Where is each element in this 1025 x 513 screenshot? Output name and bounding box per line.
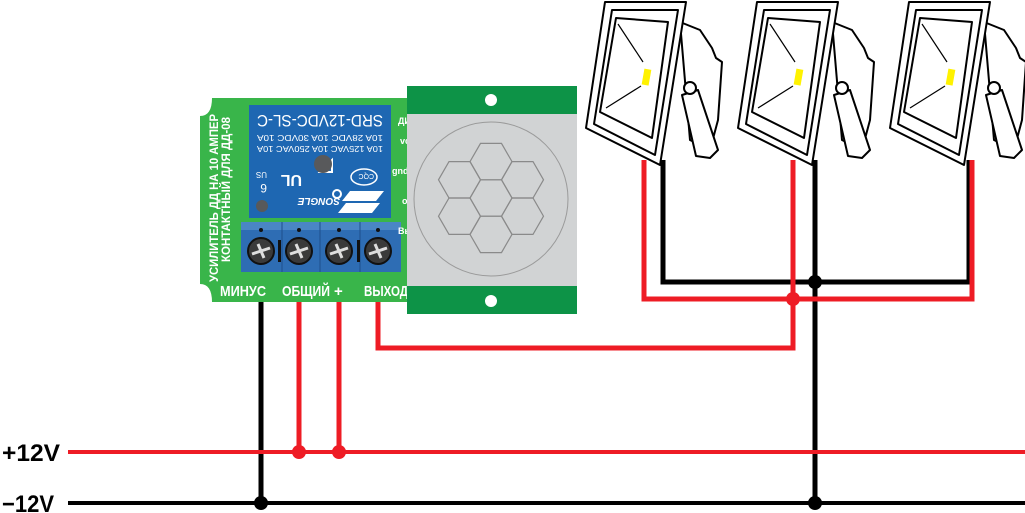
floodlight-pivot <box>987 81 1001 95</box>
pir-sensor <box>407 86 577 314</box>
lens-hexagon <box>437 197 482 235</box>
relay-dot-small <box>256 200 268 212</box>
led-chip-icon <box>641 68 652 86</box>
junction-dot <box>808 496 822 510</box>
floodlight-2 <box>737 1 875 166</box>
cqc-logo <box>350 168 378 186</box>
terminal-label-minus: МИНУС <box>220 283 266 300</box>
mount-hole-icon <box>485 295 497 307</box>
relay: SRD-12VDC-SL-C 10A 28VDC 10A 30VDC 10A 1… <box>249 105 391 218</box>
board-side-label-2: КОНТАКТНЫЙ ДЛЯ ДД-08 <box>218 117 233 262</box>
floodlight-glass <box>903 17 973 139</box>
board-side-label-1: УСИЛИТЕЛЬ ДД НА 10 АМПЕР <box>207 114 221 282</box>
junction-dot <box>292 445 306 459</box>
terminal-block <box>241 222 401 272</box>
floodlight-inner-frame <box>745 9 831 156</box>
edge-label: o <box>402 196 408 206</box>
floodlight-pivot <box>683 81 697 95</box>
floodlight-glass <box>751 17 821 139</box>
floodlight-1 <box>585 1 723 166</box>
relay-ul-mark: UL <box>280 171 302 188</box>
terminal-label-plus: + <box>334 283 343 300</box>
songle-logo-icon <box>332 189 384 213</box>
led-chip-icon <box>793 68 804 86</box>
relay-us-mark: US <box>256 170 267 179</box>
relay-cqc-mark: CQC <box>358 172 374 179</box>
edge-label: gnd <box>392 166 409 176</box>
floodlight-inner-frame <box>593 9 679 156</box>
edge-label: vc <box>400 136 410 146</box>
terminal-top-strip <box>241 222 401 230</box>
relay-brand: SONGLE <box>297 195 340 206</box>
junction-dot <box>254 496 268 510</box>
terminal-screw-minus[interactable] <box>247 228 275 265</box>
wire-lamp2-positive <box>375 160 796 351</box>
lens-hexagon <box>500 197 545 235</box>
junction-dot <box>786 292 800 306</box>
relay-number-mark: 6 <box>260 181 267 195</box>
relay-board: УСИЛИТЕЛЬ ДД НА 10 АМПЕР КОНТАКТНЫЙ ДЛЯ … <box>200 98 411 302</box>
mount-hole-icon <box>485 94 497 106</box>
wire-lamps-positive-loop <box>641 160 975 302</box>
floodlight-inner-frame <box>897 9 983 156</box>
terminal-screw-common[interactable] <box>285 228 313 265</box>
negative-rail-label: −12V <box>2 491 54 513</box>
pir-board <box>407 86 577 314</box>
floodlight-3 <box>889 1 1025 166</box>
junction-dot <box>808 275 822 289</box>
terminal-screw-output[interactable] <box>364 228 392 265</box>
terminal-label-output: ВЫХОД <box>364 283 408 300</box>
junction-dot <box>332 445 346 459</box>
terminal-screw-plus[interactable] <box>325 228 353 265</box>
pir-lens <box>413 121 569 277</box>
terminal-bar <box>357 240 360 262</box>
relay-model: SRD-12VDC-SL-C <box>257 111 383 130</box>
positive-rail-label: +12V <box>2 440 60 467</box>
terminal-label-common: ОБЩИЙ <box>282 282 330 300</box>
pir-lens-hexagons <box>437 142 545 254</box>
relay-dot-large <box>314 155 332 173</box>
led-chip-icon <box>945 68 956 86</box>
terminal-bar <box>278 240 281 262</box>
floodlight-pivot <box>835 81 849 95</box>
relay-rating-2: 10A 125VAC 10A 250VAC 10A <box>257 144 383 154</box>
edge-label: ДИ <box>398 116 411 126</box>
edge-label: Вь <box>398 226 410 236</box>
floodlight-glass <box>599 17 669 139</box>
relay-rating-1: 10A 28VDC 10A 30VDC 10A <box>257 133 383 143</box>
